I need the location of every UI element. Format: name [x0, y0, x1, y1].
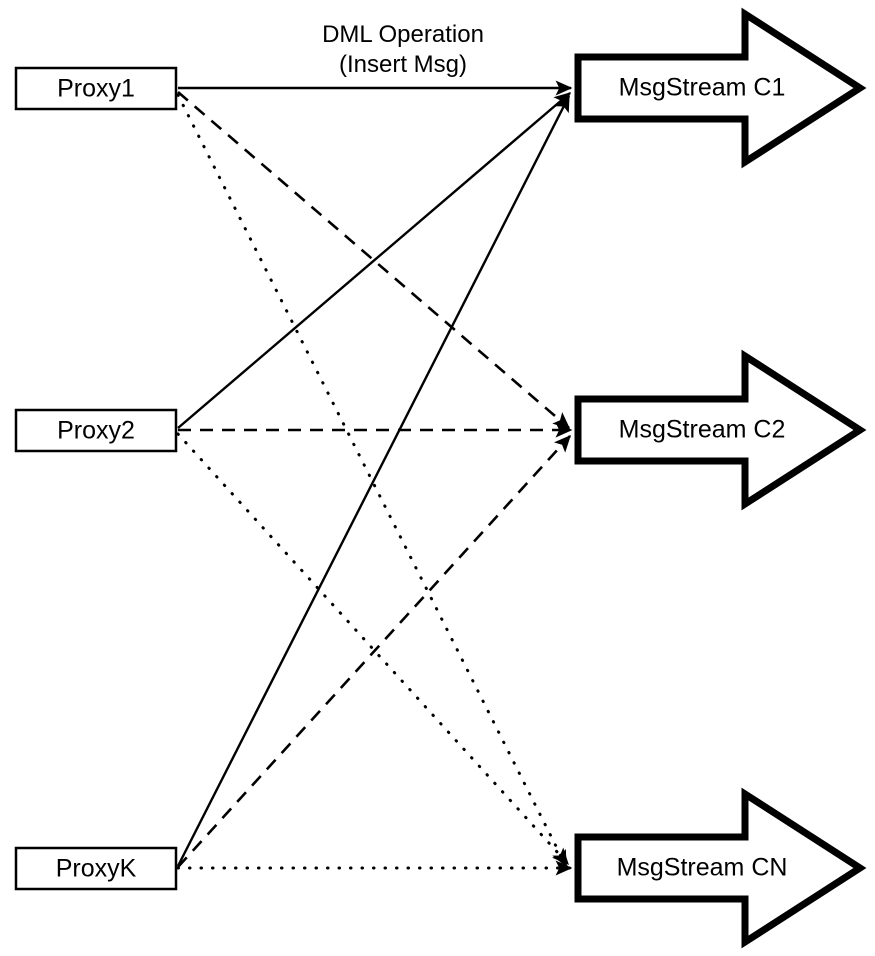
proxy-box-rect	[14, 408, 178, 453]
stream-node-stream-c1[interactable]: MsgStream C1	[574, 7, 867, 169]
connector-layer	[176, 80, 573, 876]
block-arrow-shape	[574, 7, 867, 169]
proxy-box-rect	[14, 66, 178, 111]
edge-annotation-line-1: DML Operation	[322, 21, 484, 48]
stream-node-stream-c2[interactable]: MsgStream C2	[574, 349, 867, 511]
proxy-label: ProxyK	[56, 855, 137, 883]
edge-annotation-line-2: (Insert Msg)	[339, 51, 467, 78]
connector-proxy2-to-stream-cn	[176, 432, 570, 866]
connector-proxyk-to-stream-c1	[176, 94, 571, 867]
connector-proxyk-to-stream-c2	[177, 434, 571, 868]
proxy-label: Proxy1	[57, 75, 135, 103]
stream-node-stream-cn[interactable]: MsgStream CN	[574, 787, 867, 949]
proxy-node-proxyk[interactable]: ProxyK	[14, 846, 178, 891]
proxy-label: Proxy2	[57, 417, 135, 445]
block-arrow-shape	[574, 349, 867, 511]
block-arrow-shape	[574, 787, 867, 949]
proxy-box-rect	[14, 846, 178, 891]
stream-label: MsgStream CN	[617, 854, 788, 882]
proxy-node-proxy1[interactable]: Proxy1	[14, 66, 178, 111]
proxy-node-proxy2[interactable]: Proxy2	[14, 408, 178, 453]
connector-proxy2-to-stream-c1	[177, 92, 572, 429]
edge-annotation: DML Operation (Insert Msg)	[322, 21, 484, 78]
connector-proxy1-to-stream-c2	[177, 91, 571, 429]
stream-label: MsgStream C1	[619, 74, 786, 102]
stream-label: MsgStream C2	[619, 416, 786, 444]
